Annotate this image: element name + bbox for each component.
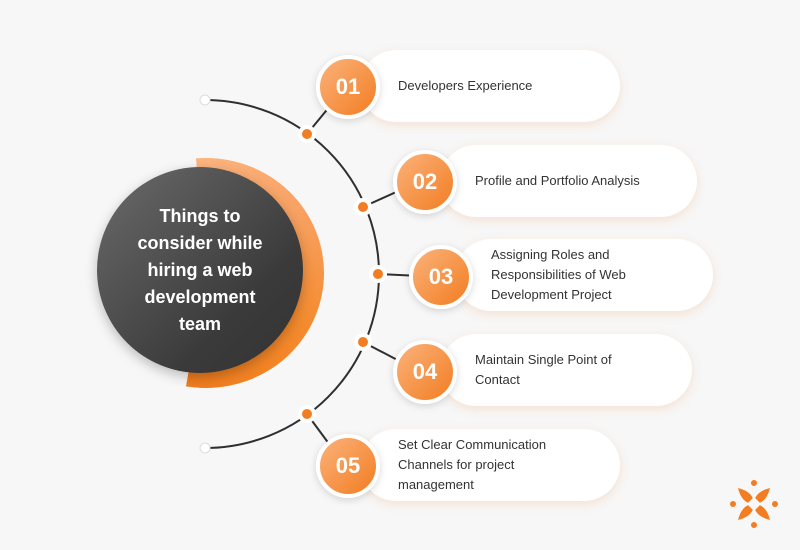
item-card-5: Set Clear Communication Channels for pro…	[360, 429, 620, 501]
item-card-4: Maintain Single Point of Contact	[440, 334, 692, 406]
item-number-1: 01	[316, 55, 380, 119]
center-title: Things to consider while hiring a web de…	[137, 205, 263, 334]
item-number-4: 04	[393, 340, 457, 404]
arc-end-dot	[199, 94, 211, 106]
item-card-1: Developers Experience	[360, 50, 620, 122]
item-number-5: 05	[316, 434, 380, 498]
item-label: Developers Experience	[398, 78, 533, 93]
item-card-3: Assigning Roles and Responsibilities of …	[455, 239, 713, 311]
node-dot-2	[354, 198, 372, 216]
item-number-2: 02	[393, 150, 457, 214]
arc-end-dot	[199, 442, 211, 454]
node-dot-5	[298, 405, 316, 423]
item-label: Profile and Portfolio Analysis	[475, 173, 640, 188]
node-dot-3	[369, 265, 387, 283]
brand-logo-icon	[730, 480, 778, 528]
center-circle: Things to consider while hiring a web de…	[97, 167, 303, 373]
node-dot-1	[298, 125, 316, 143]
item-label: Set Clear Communication Channels for pro…	[398, 437, 547, 492]
item-label: Maintain Single Point of Contact	[475, 352, 612, 387]
item-label: Assigning Roles and Responsibilities of …	[491, 247, 626, 302]
item-number-3: 03	[409, 245, 473, 309]
item-card-2: Profile and Portfolio Analysis	[440, 145, 697, 217]
node-dot-4	[354, 333, 372, 351]
